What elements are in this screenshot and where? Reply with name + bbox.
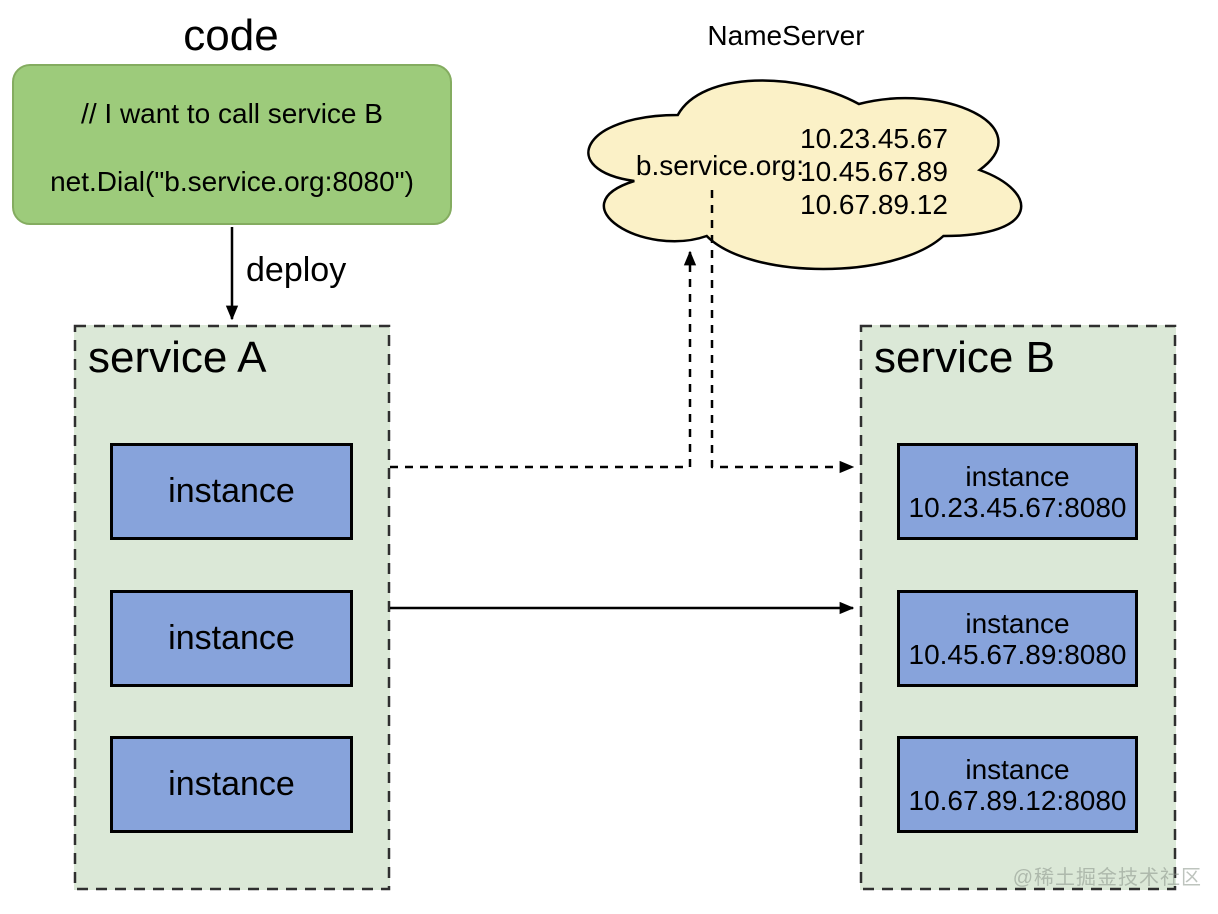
cloud-ip: 10.45.67.89 <box>800 156 948 187</box>
cloud-domain-label: b.service.org: <box>635 150 804 181</box>
query-nameserver-arrow <box>390 252 690 469</box>
service-b-instance: instance 10.23.45.67:8080 <box>897 443 1138 540</box>
instance-label: instance <box>168 619 295 657</box>
service-b-title: service B <box>874 333 1055 382</box>
code-dial-call: net.Dial("b.service.org:8080") <box>50 166 414 197</box>
service-b-border <box>859 324 1177 891</box>
service-a-title: service A <box>88 333 267 382</box>
service-a-instance: instance <box>110 590 353 687</box>
instance-label: instance <box>965 607 1070 639</box>
instance-address: 10.23.45.67:8080 <box>908 491 1127 523</box>
instance-address: 10.45.67.89:8080 <box>908 638 1127 670</box>
service-a-instance: instance <box>110 736 353 833</box>
nameserver-title: NameServer <box>707 20 865 51</box>
instance-address: 10.67.89.12:8080 <box>908 784 1127 816</box>
instance-label: instance <box>965 460 1070 492</box>
service-a-instance: instance <box>110 443 353 540</box>
service-a-border <box>73 324 391 891</box>
service-b-instance: instance 10.67.89.12:8080 <box>897 736 1138 833</box>
instance-label: instance <box>168 472 295 510</box>
resolve-to-service-b-arrow <box>710 190 853 467</box>
cloud-ip-list: 10.23.45.67 10.45.67.89 10.67.89.12 <box>800 122 948 221</box>
deploy-label: deploy <box>246 251 347 289</box>
cloud-ip: 10.23.45.67 <box>800 123 948 154</box>
watermark: @稀土掘金技术社区 <box>1012 867 1202 889</box>
code-box: // I want to call service B net.Dial("b.… <box>12 64 452 225</box>
service-b-instance: instance 10.45.67.89:8080 <box>897 590 1138 687</box>
nameserver-cloud <box>587 79 1023 271</box>
code-comment: // I want to call service B <box>81 98 383 129</box>
code-title: code <box>183 11 279 60</box>
instance-label: instance <box>965 753 1070 785</box>
instance-label: instance <box>168 765 295 803</box>
cloud-ip: 10.67.89.12 <box>800 189 948 220</box>
